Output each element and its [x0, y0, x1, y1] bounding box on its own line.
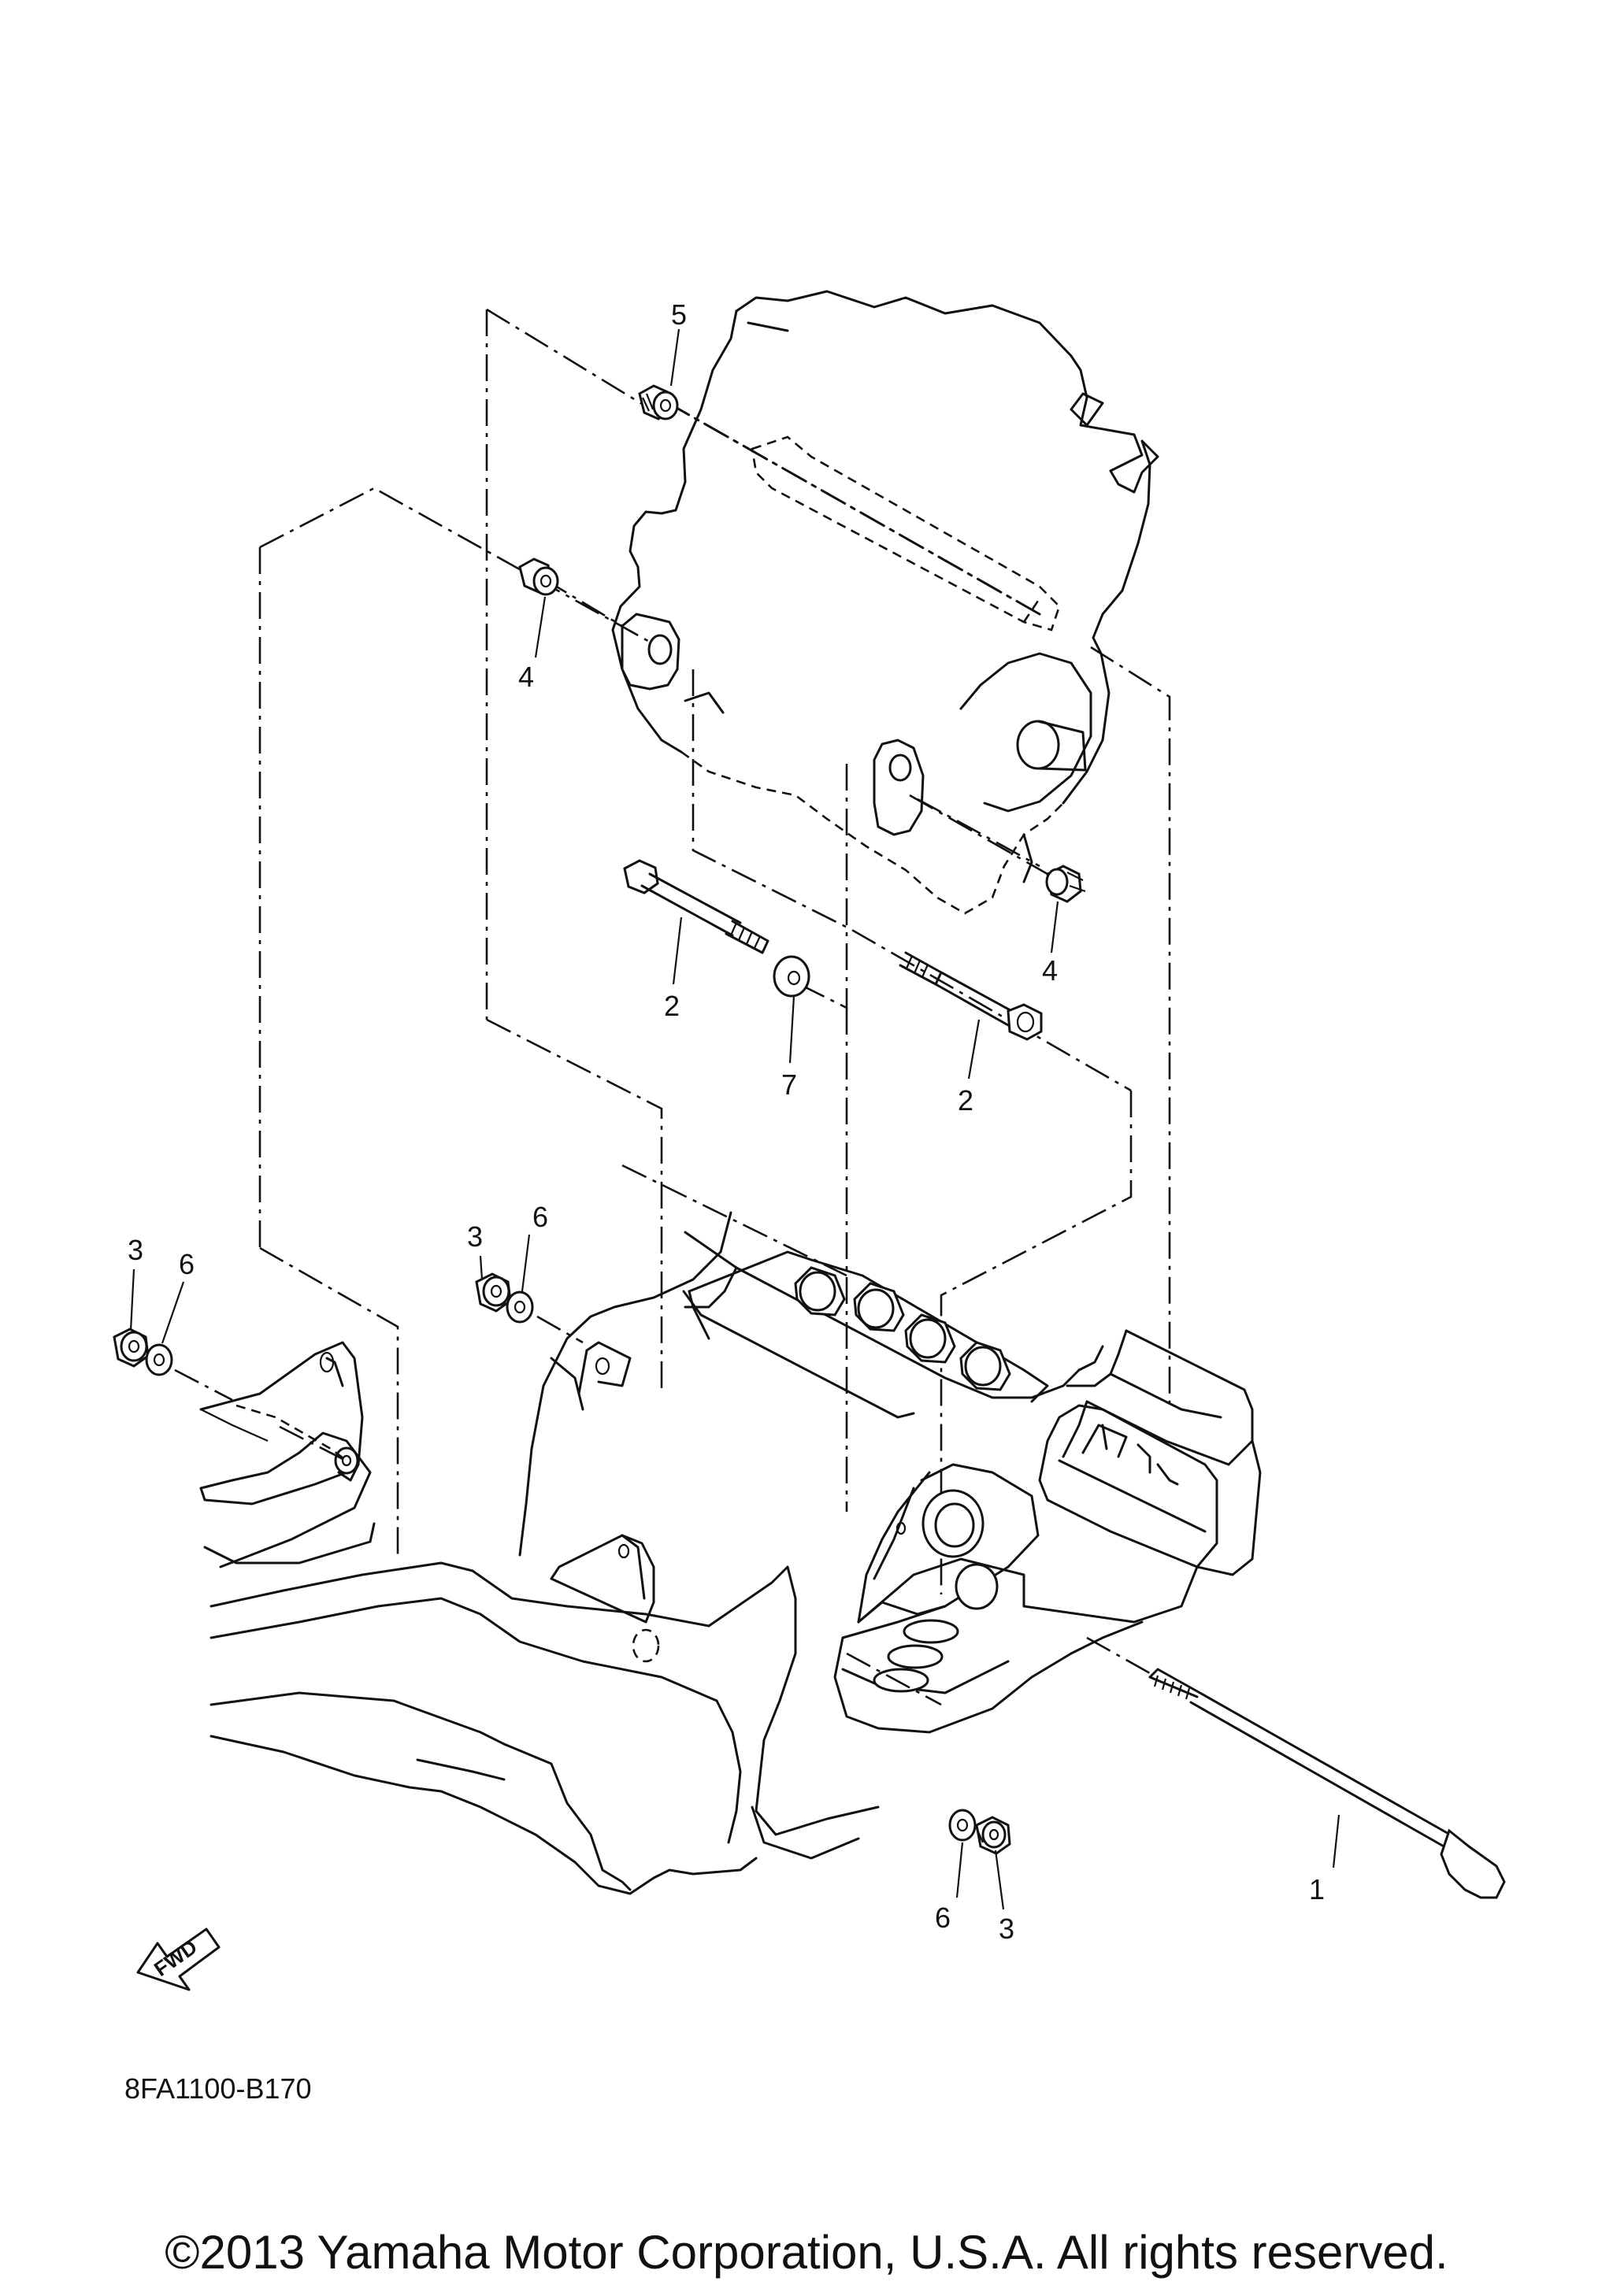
nut-3-washer-6-center	[475, 1272, 584, 1344]
callout-leaders	[129, 328, 1340, 1910]
callout-3-bottom: 3	[999, 1913, 1014, 1945]
callout-2-left: 2	[664, 990, 680, 1022]
hull-engine-bed	[199, 1211, 1262, 1895]
callout-4-right: 4	[1042, 954, 1058, 987]
engine-outline	[611, 290, 1159, 915]
bolt-2-right	[899, 951, 1043, 1041]
callout-labels: 5 4 4 2 7 2 3 6 3 6 1 6 3	[128, 298, 1325, 1945]
callout-6-center: 6	[532, 1201, 548, 1233]
callout-3-center: 3	[467, 1220, 483, 1253]
callout-5: 5	[671, 298, 687, 331]
nut-3-washer-6-left	[113, 1328, 351, 1465]
callout-7: 7	[781, 1068, 797, 1101]
fwd-arrow-icon: FWD	[136, 1928, 221, 1991]
assembly-centerlines	[258, 308, 1171, 1594]
fwd-label: FWD	[150, 1935, 202, 1981]
bolt-4-right	[909, 794, 1086, 903]
callout-2-right: 2	[958, 1084, 973, 1117]
bolt-4-left	[518, 557, 623, 628]
callout-1: 1	[1309, 1873, 1325, 1905]
nut-3-washer-6-bottom	[846, 1652, 1011, 1855]
washer-7	[773, 955, 810, 998]
figure-code: 8FA1100-B170	[124, 2072, 312, 2105]
callout-3-left: 3	[128, 1234, 143, 1266]
callout-6-left: 6	[179, 1248, 195, 1280]
bolt-5	[638, 384, 1041, 616]
copyright-notice: ©2013 Yamaha Motor Corporation, U.S.A. A…	[165, 2226, 1448, 2279]
bolt-1	[1086, 1636, 1506, 1899]
callout-6-bottom: 6	[935, 1902, 951, 1934]
bolt-2-left	[623, 859, 769, 954]
callout-4-left: 4	[518, 661, 534, 693]
